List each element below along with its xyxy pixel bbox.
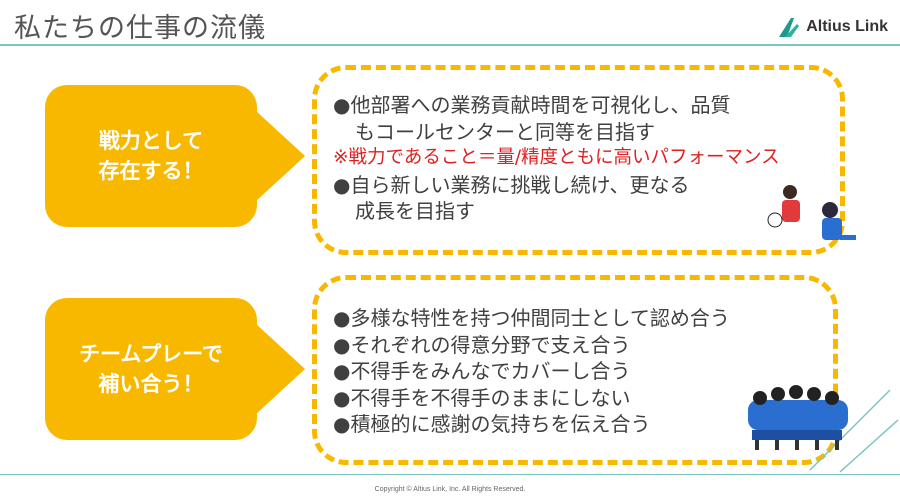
team-huddle-illustration <box>748 385 899 473</box>
list-item: ●不得手をみんなでカバーし合う <box>333 359 631 383</box>
logo-text: Altius Link <box>806 18 888 35</box>
section-2-list: ●多様な特性を持つ仲間同士として認め合う ●それぞれの得意分野で支え合う ●不得… <box>333 305 730 438</box>
section-1-box <box>312 65 845 255</box>
tag-line: 補い合う！ <box>98 372 204 396</box>
tag-line: 存在する！ <box>98 159 204 183</box>
list-item: ●自ら新しい業務に挑戦し続け、更なる <box>333 172 690 197</box>
list-item: もコールセンターと同等を目指す <box>355 119 655 144</box>
page-title: 私たちの仕事の流儀 <box>14 13 266 44</box>
list-item: ●それぞれの得意分野で支え合う <box>333 332 631 357</box>
soccer-players-illustration <box>767 185 856 240</box>
tag-line: 戦力として <box>98 129 204 153</box>
copyright: Copyright © Altius Link, Inc. All Rights… <box>374 486 526 493</box>
note-text: ※戦力であること＝量/精度ともに高いパフォーマンス <box>333 147 780 168</box>
header-divider <box>0 44 900 46</box>
list-item: ●不得手を不得手のままにしない <box>333 385 631 410</box>
list-item: 成長を目指す <box>355 199 475 223</box>
section-2-tag: チームプレーで補い合う！ <box>45 298 257 440</box>
section-1-list: ●他部署への業務貢献時間を可視化し、品質 もコールセンターと同等を目指す ※戦力… <box>333 92 780 225</box>
footer-divider <box>0 474 900 475</box>
section-2-box <box>312 275 838 465</box>
tag-line: チームプレーで <box>79 342 223 366</box>
list-item: ●積極的に感謝の気持ちを伝え合う <box>333 412 651 436</box>
list-item: ●多様な特性を持つ仲間同士として認め合う <box>333 306 730 330</box>
list-item: ●他部署への業務貢献時間を可視化し、品質 <box>333 93 731 117</box>
section-1-tag: 戦力として存在する！ <box>45 85 257 227</box>
company-logo: Altius Link <box>777 16 888 38</box>
arrow-icon <box>255 323 305 415</box>
arrow-icon <box>255 110 305 202</box>
altius-logo-icon <box>779 18 800 37</box>
